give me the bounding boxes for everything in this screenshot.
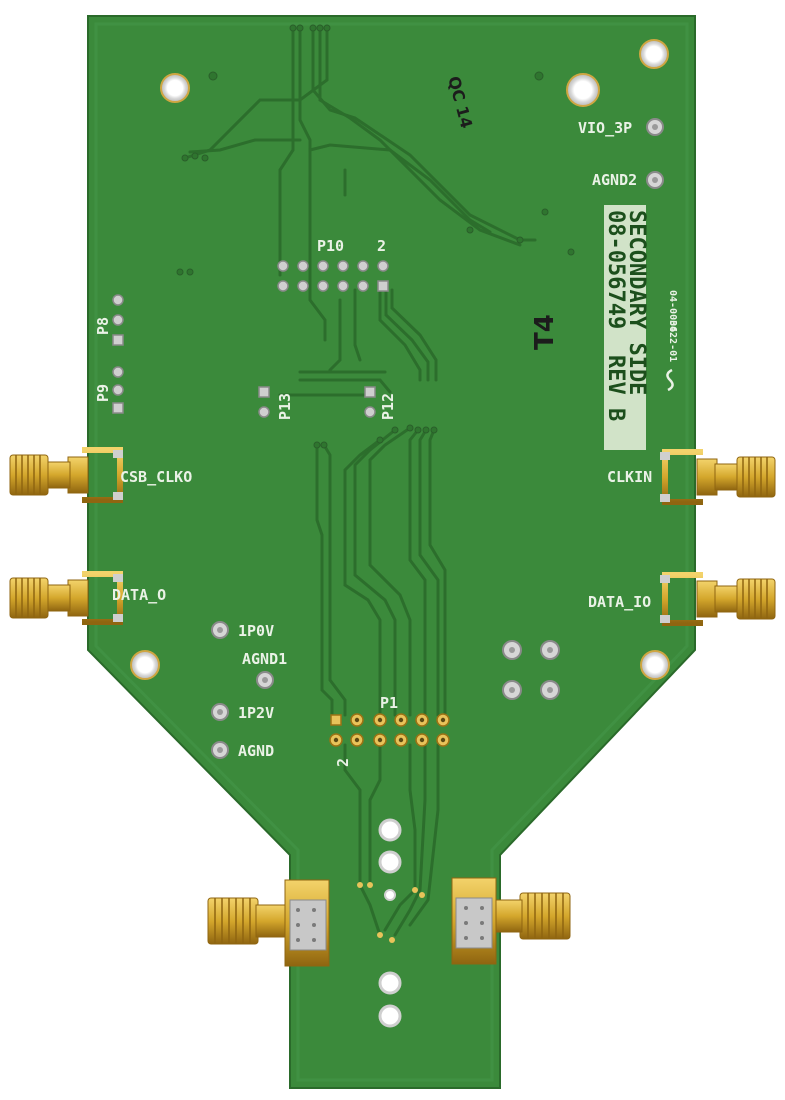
- test-point-group-right: [502, 640, 560, 700]
- copper-traces: [183, 26, 537, 397]
- label-agnd: AGND: [238, 742, 274, 760]
- test-point-agnd: [211, 741, 229, 759]
- test-point-agnd1: [256, 671, 274, 689]
- label-1p2v: 1P2V: [238, 704, 274, 722]
- label-part-number: 08-056749: [603, 210, 628, 329]
- test-point-agnd2: [646, 171, 664, 189]
- label-vio-3p: VIO_3P: [578, 119, 632, 137]
- label-data-o: DATA_O: [112, 586, 166, 604]
- maker-logo-icon: [666, 368, 674, 392]
- sma-connector-clkin: [660, 449, 776, 505]
- label-p10-pin: 2: [377, 237, 386, 255]
- sma-connector-bottom-right: [451, 877, 571, 965]
- label-p10: P10: [317, 237, 344, 255]
- test-point-1p2v: [211, 703, 229, 721]
- neck-vias: [357, 818, 425, 1028]
- label-p12: P12: [379, 393, 397, 420]
- test-point-1p0v: [211, 621, 229, 639]
- copper-traces-lower: [315, 426, 447, 937]
- label-csb-clko: CSB_CLKO: [120, 468, 192, 486]
- pcb-board-inner-shade: [94, 22, 689, 1082]
- label-revision: REV B: [603, 355, 628, 421]
- label-p8: P8: [94, 317, 112, 335]
- header-p8-p9: [112, 294, 124, 414]
- silkscreen-panel: [604, 205, 646, 450]
- sma-connector-data-io: [660, 572, 776, 626]
- label-code-left: 3422-01: [667, 320, 678, 362]
- label-agnd1: AGND1: [242, 650, 287, 668]
- mounting-holes: [130, 39, 670, 680]
- handwritten-mark: T4: [530, 314, 560, 350]
- header-p10: [277, 260, 389, 292]
- label-clkin: CLKIN: [607, 468, 652, 486]
- pcb-board: [87, 15, 696, 1089]
- test-points: [211, 118, 664, 759]
- test-point-vio-3p: [646, 118, 664, 136]
- label-code-right: 04-0006: [667, 290, 678, 332]
- label-data-io: DATA_IO: [588, 593, 651, 611]
- label-p1-pin: 2: [334, 758, 352, 767]
- label-p9: P9: [94, 384, 112, 402]
- sma-connector-bottom-left: [207, 879, 330, 967]
- label-agnd2: AGND2: [592, 171, 637, 189]
- sma-connector-csb-clko: [9, 447, 123, 503]
- sma-connector-data-o: [9, 571, 123, 625]
- vias: [176, 24, 575, 449]
- header-p13-p12: [258, 386, 376, 418]
- header-p1: [329, 713, 450, 747]
- label-p13: P13: [276, 393, 294, 420]
- label-p1: P1: [380, 694, 398, 712]
- label-side: SECONDARY SIDE: [624, 210, 649, 395]
- label-1p0v: 1P0V: [238, 622, 274, 640]
